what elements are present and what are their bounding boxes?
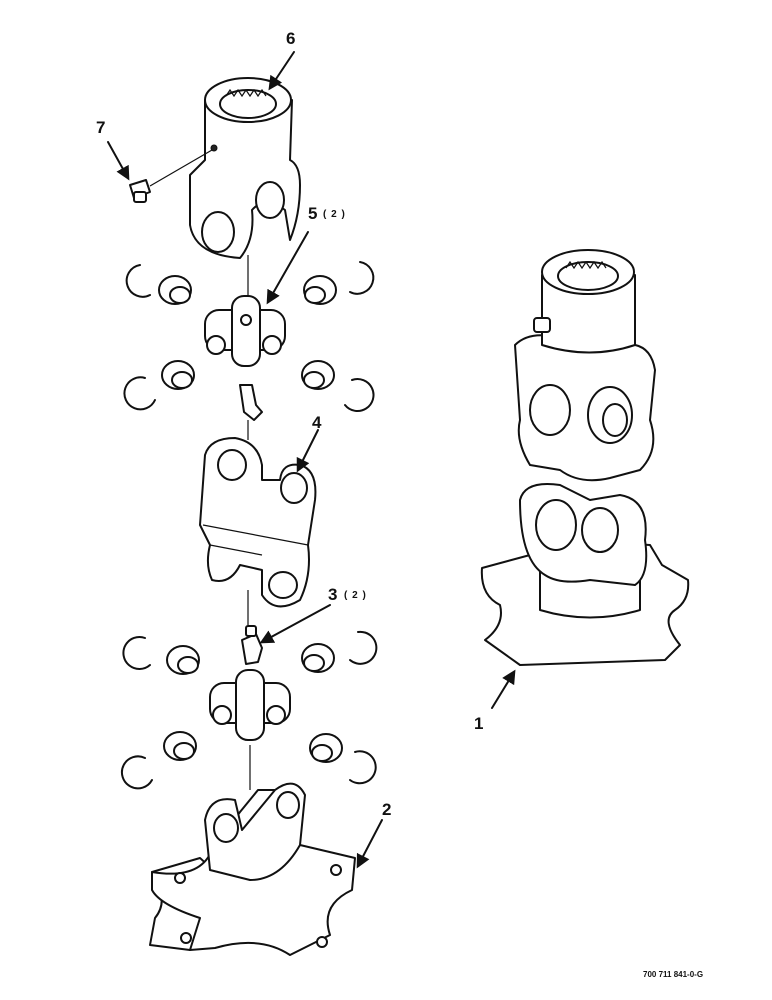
callout-3-qty: ( 2 ) <box>344 590 367 601</box>
callout-5-number: 5 <box>308 204 318 223</box>
callout-4-number: 4 <box>312 413 322 432</box>
assembly-axis <box>247 255 251 790</box>
cross-bearing-kit-lower <box>120 630 378 790</box>
leader-arrows <box>107 51 516 869</box>
callout-3-number: 3 <box>328 585 338 604</box>
grease-fitting-part-3 <box>241 625 263 665</box>
center-yoke-part-4 <box>199 437 317 608</box>
callout-1-number: 1 <box>474 714 484 733</box>
splined-yoke-part-6 <box>189 77 301 259</box>
grease-fitting-part-7 <box>129 149 213 203</box>
callout-6-number: 6 <box>286 29 296 48</box>
callout-7-number: 7 <box>96 118 106 137</box>
assembled-drive-part-1 <box>480 249 690 666</box>
callout-2-number: 2 <box>382 800 392 819</box>
drawing-number: 700 711 841-0-G <box>643 970 704 979</box>
cross-bearing-kit-upper <box>123 261 375 421</box>
callout-5-qty: ( 2 ) <box>323 209 346 220</box>
flange-yoke-part-2 <box>149 782 356 956</box>
